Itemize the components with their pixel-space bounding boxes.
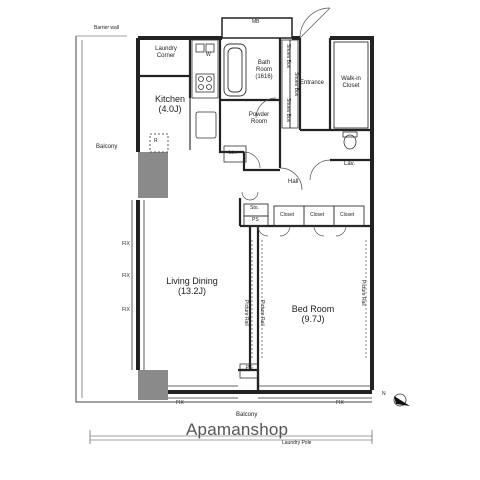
laundry-pole-label: Laundry Pole [282, 440, 312, 446]
powder-room-label: Powder Room [248, 112, 270, 125]
mb-label: MB [252, 19, 260, 25]
picture-rail-label-2: Picture Rail [258, 300, 265, 326]
watermark-logo: Apamanshop [186, 420, 289, 439]
fix-label-3: FIX [122, 307, 130, 313]
north-arrow [393, 393, 410, 407]
closet-label-3: Closet [340, 212, 355, 218]
closet-label-2: Closet [310, 212, 325, 218]
shoes-box-label-3: Shoes Box [284, 98, 291, 123]
kitchen-fixtures [189, 39, 219, 150]
linen-label: Lin. [229, 150, 238, 156]
bath-room-label: Bath Room (1616) [255, 60, 273, 80]
north-label: N [382, 391, 386, 397]
shoes-boxes [281, 39, 299, 129]
picture-rail-label-3: Picture Rail [359, 280, 366, 306]
corner-column [138, 370, 168, 400]
balcony-outline [75, 35, 373, 444]
hall-label: Hall [288, 179, 299, 185]
refrigerator-label: R [154, 138, 158, 144]
bath-tub [223, 43, 247, 97]
fix-label-5: FIX [336, 400, 344, 406]
storage-label: Sto. [250, 205, 259, 211]
picture-rail-label-1: Picture Rail [242, 300, 249, 326]
fix-label-2: FIX [122, 273, 130, 279]
door-swings [241, 7, 347, 237]
shoes-box-label-2: Shoes Box [292, 72, 299, 97]
exterior-walls [136, 36, 374, 394]
fridge-space [149, 133, 169, 153]
kitchen-column [138, 152, 168, 198]
bed-room-label: Bed Room(9.7J) [291, 304, 335, 325]
fix-label-4: FIX [176, 400, 184, 406]
shoes-box-label-1: Shoes Box [284, 44, 291, 69]
kitchen-label: Kitchen(4.0J) [154, 94, 186, 115]
toilet [342, 131, 358, 150]
entrance-label: Entrance [300, 80, 325, 86]
closets [243, 41, 369, 227]
washer-label: W [206, 52, 211, 58]
lavatory-label: Lav. [344, 161, 355, 167]
picture-rails [251, 240, 367, 360]
bottom-windows [168, 385, 372, 399]
left-windows [131, 200, 145, 370]
balcony-bottom-label: Balcony [236, 412, 258, 418]
ps-bottom-box [239, 363, 259, 379]
linen-closet [223, 145, 247, 163]
mb-box [221, 17, 293, 39]
closet-label-1: Closet [280, 212, 295, 218]
walk-in-closet-label: Walk-in Closet [341, 76, 361, 89]
laundry-corner-label: Laundry Corner [155, 46, 177, 59]
interior-walls [138, 38, 372, 392]
living-dining-label: Living Dining(13.2J) [166, 276, 218, 297]
barrier-wall-label: Barrier wall [94, 25, 120, 31]
ps-lower-label: PS [246, 365, 253, 371]
ps-upper-label: PS [252, 217, 259, 223]
fix-label-1: FIX [122, 241, 130, 247]
balcony-left-label: Balcony [96, 144, 118, 150]
